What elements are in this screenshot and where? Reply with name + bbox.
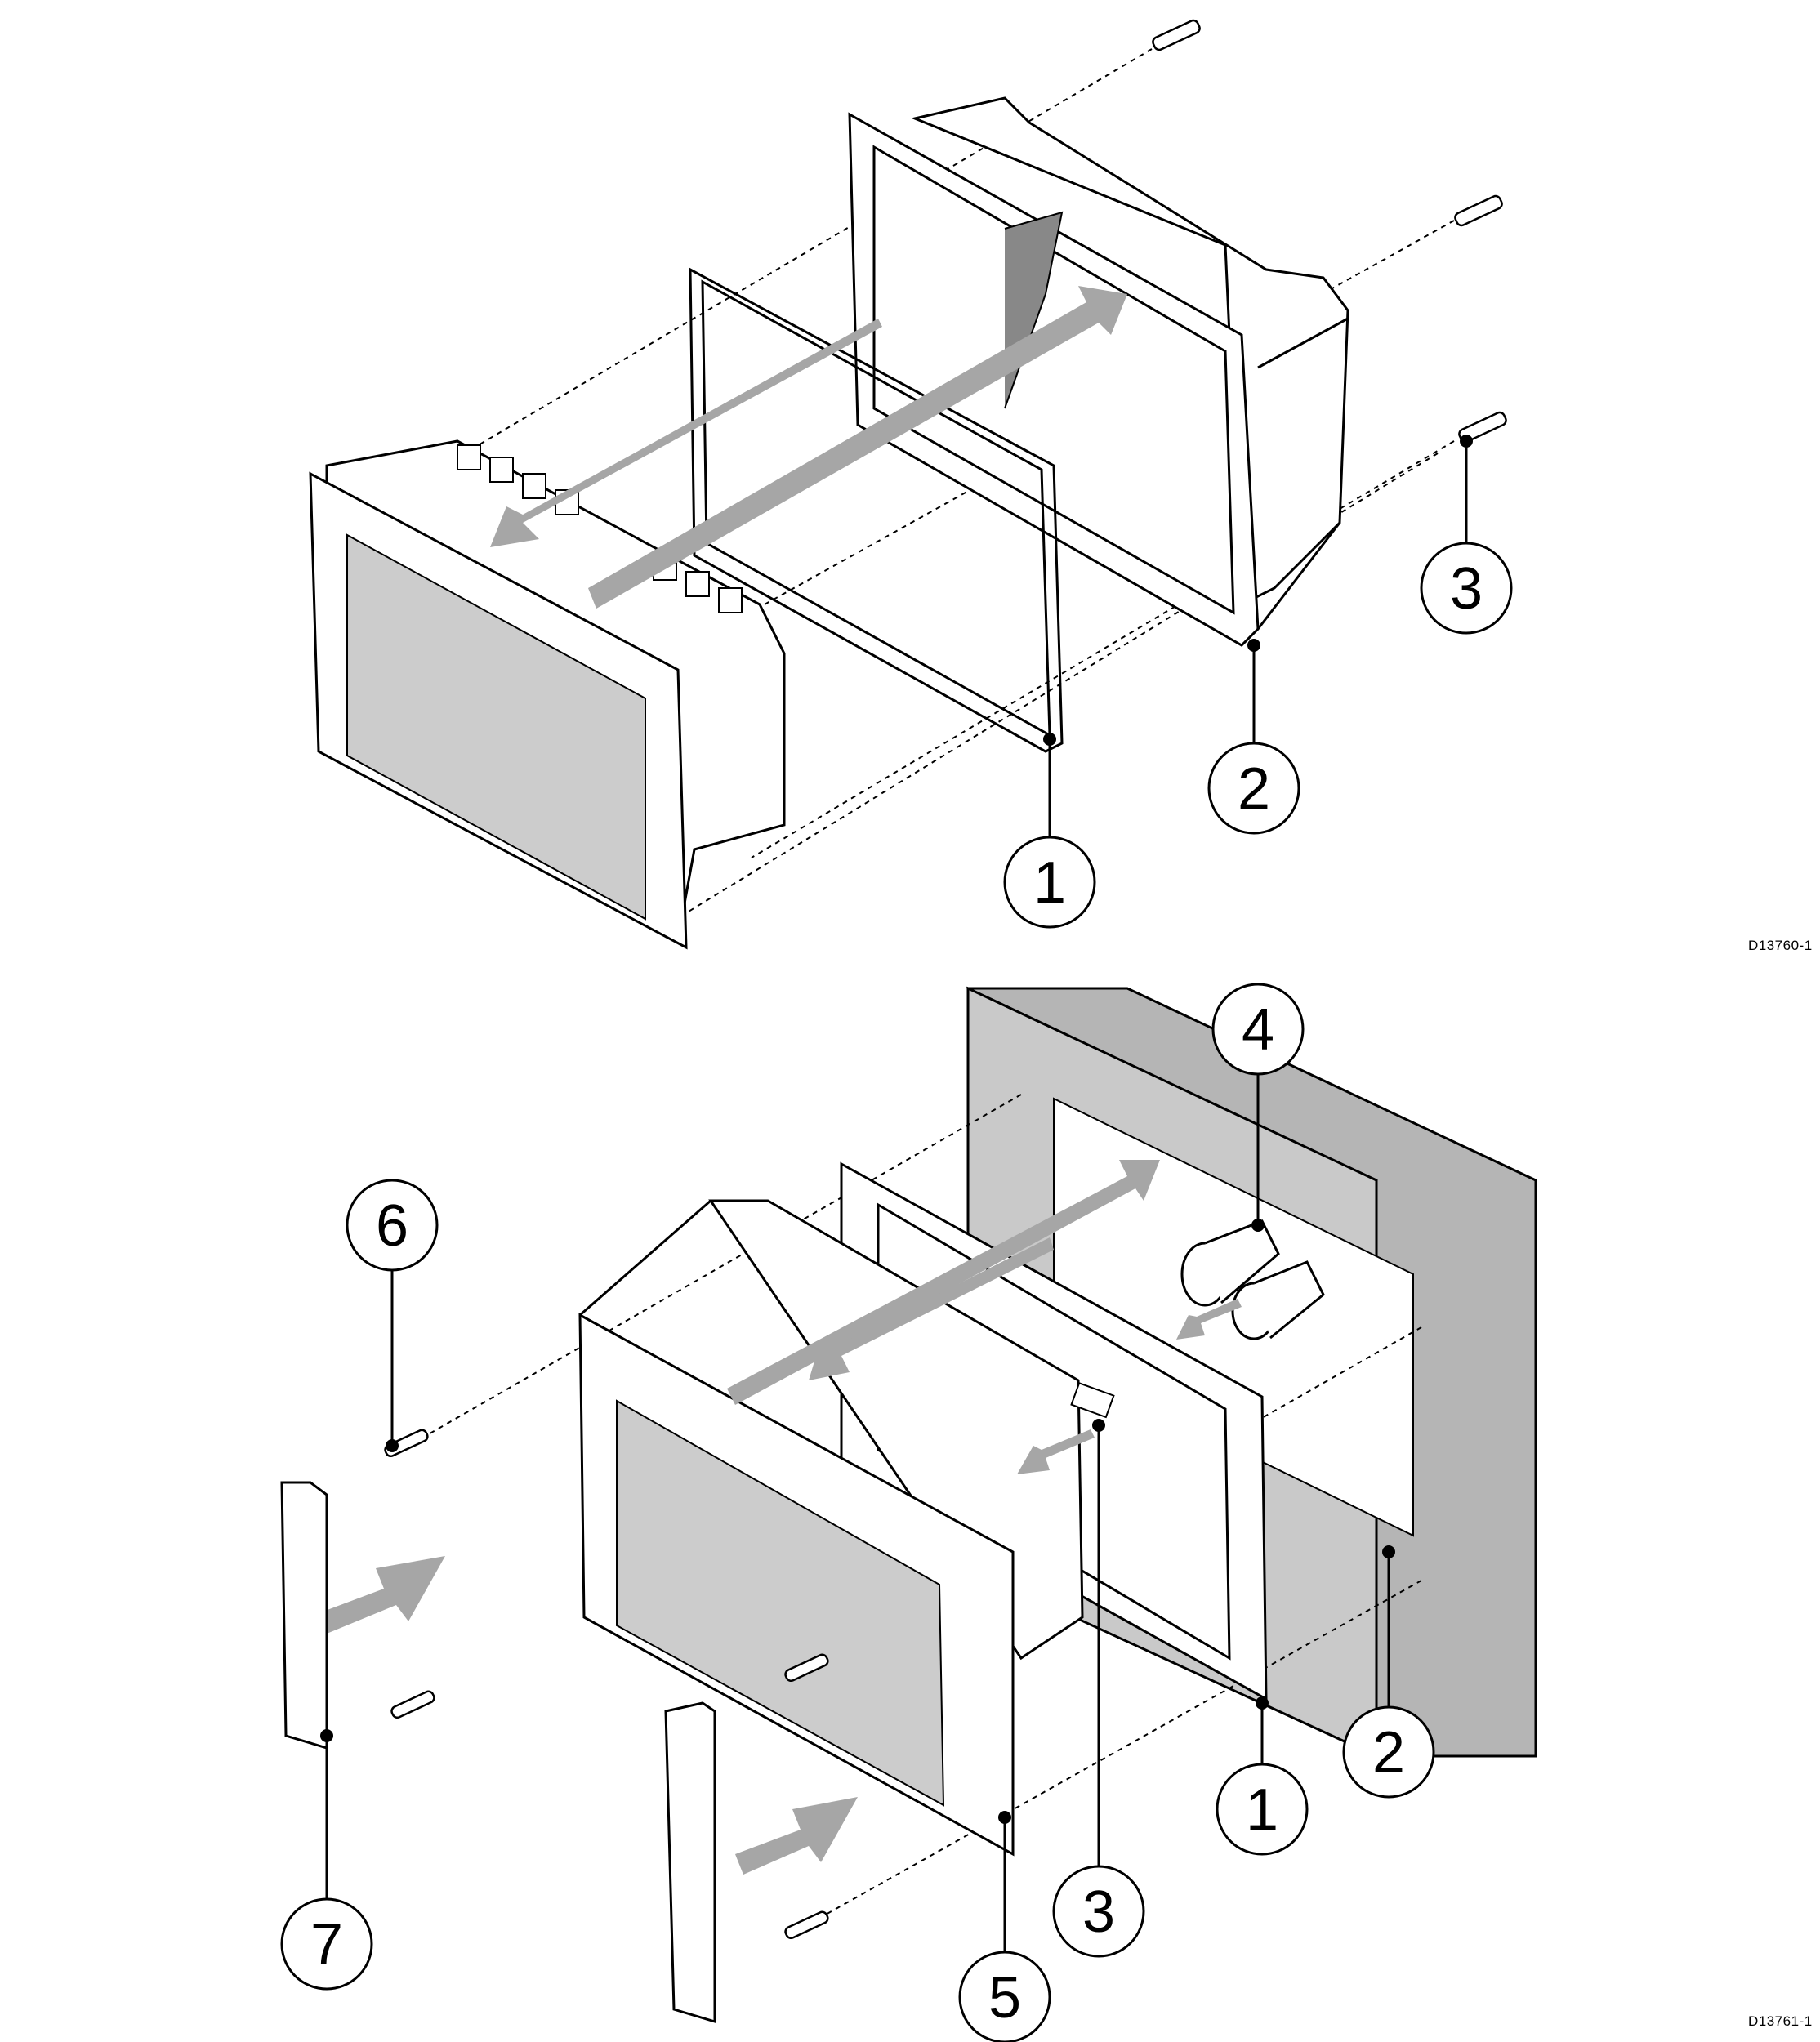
callout-label: 3	[1082, 1879, 1115, 1945]
callout-label: 2	[1372, 1720, 1405, 1786]
callout-bottom-4: 4	[1211, 983, 1305, 1232]
screws-top	[1152, 19, 1507, 444]
reference-code-top: D13760-1	[1748, 938, 1813, 953]
label-sticker	[1070, 1382, 1115, 1419]
callout-label: 3	[1450, 556, 1483, 622]
top-figure: 1 2 3	[309, 19, 1513, 950]
connector-icon	[1231, 1260, 1325, 1340]
callout-label: 1	[1033, 850, 1066, 916]
insertion-arrows-bottom	[319, 1160, 1242, 1875]
bezel-clips	[280, 1481, 716, 2024]
screw-icon	[390, 1690, 435, 1719]
callout-label: 1	[1246, 1777, 1278, 1843]
bezel-clip-left	[280, 1481, 328, 1750]
callout-bottom-3: 3	[1052, 1419, 1145, 1958]
bezel-clip-bottom	[664, 1701, 716, 2024]
mounting-bracket-top	[848, 96, 1349, 647]
insertion-arrows-top	[490, 286, 1127, 609]
screw-icon	[1458, 411, 1507, 444]
callout-top-3: 3	[1420, 435, 1513, 635]
callout-bottom-7: 7	[280, 1729, 373, 1991]
callout-label: 6	[376, 1193, 408, 1259]
connectors	[1180, 1219, 1325, 1340]
callout-bottom-1: 1	[1216, 1696, 1309, 1856]
screw-icon	[784, 1910, 829, 1940]
callout-bottom-5: 5	[958, 1811, 1051, 2042]
callout-top-2: 2	[1207, 639, 1300, 835]
callout-label: 4	[1242, 997, 1274, 1063]
screw-icon	[1152, 19, 1201, 51]
reference-code-bottom: D13761-1	[1748, 2013, 1813, 2029]
callout-bottom-2: 2	[1342, 1545, 1435, 1799]
callout-label: 2	[1238, 756, 1270, 822]
callout-label: 5	[988, 1965, 1021, 2031]
screw-icon	[1454, 194, 1503, 227]
display-unit-bottom	[578, 1199, 1084, 1857]
callout-label: 7	[310, 1912, 343, 1977]
bottom-figure: 1 2 3 4 5 6	[280, 983, 1537, 2042]
callout-bottom-6: 6	[346, 1179, 439, 1452]
callout-top-1: 1	[1003, 733, 1096, 929]
connector-icon	[1180, 1219, 1280, 1307]
screw-icon	[784, 1653, 829, 1683]
